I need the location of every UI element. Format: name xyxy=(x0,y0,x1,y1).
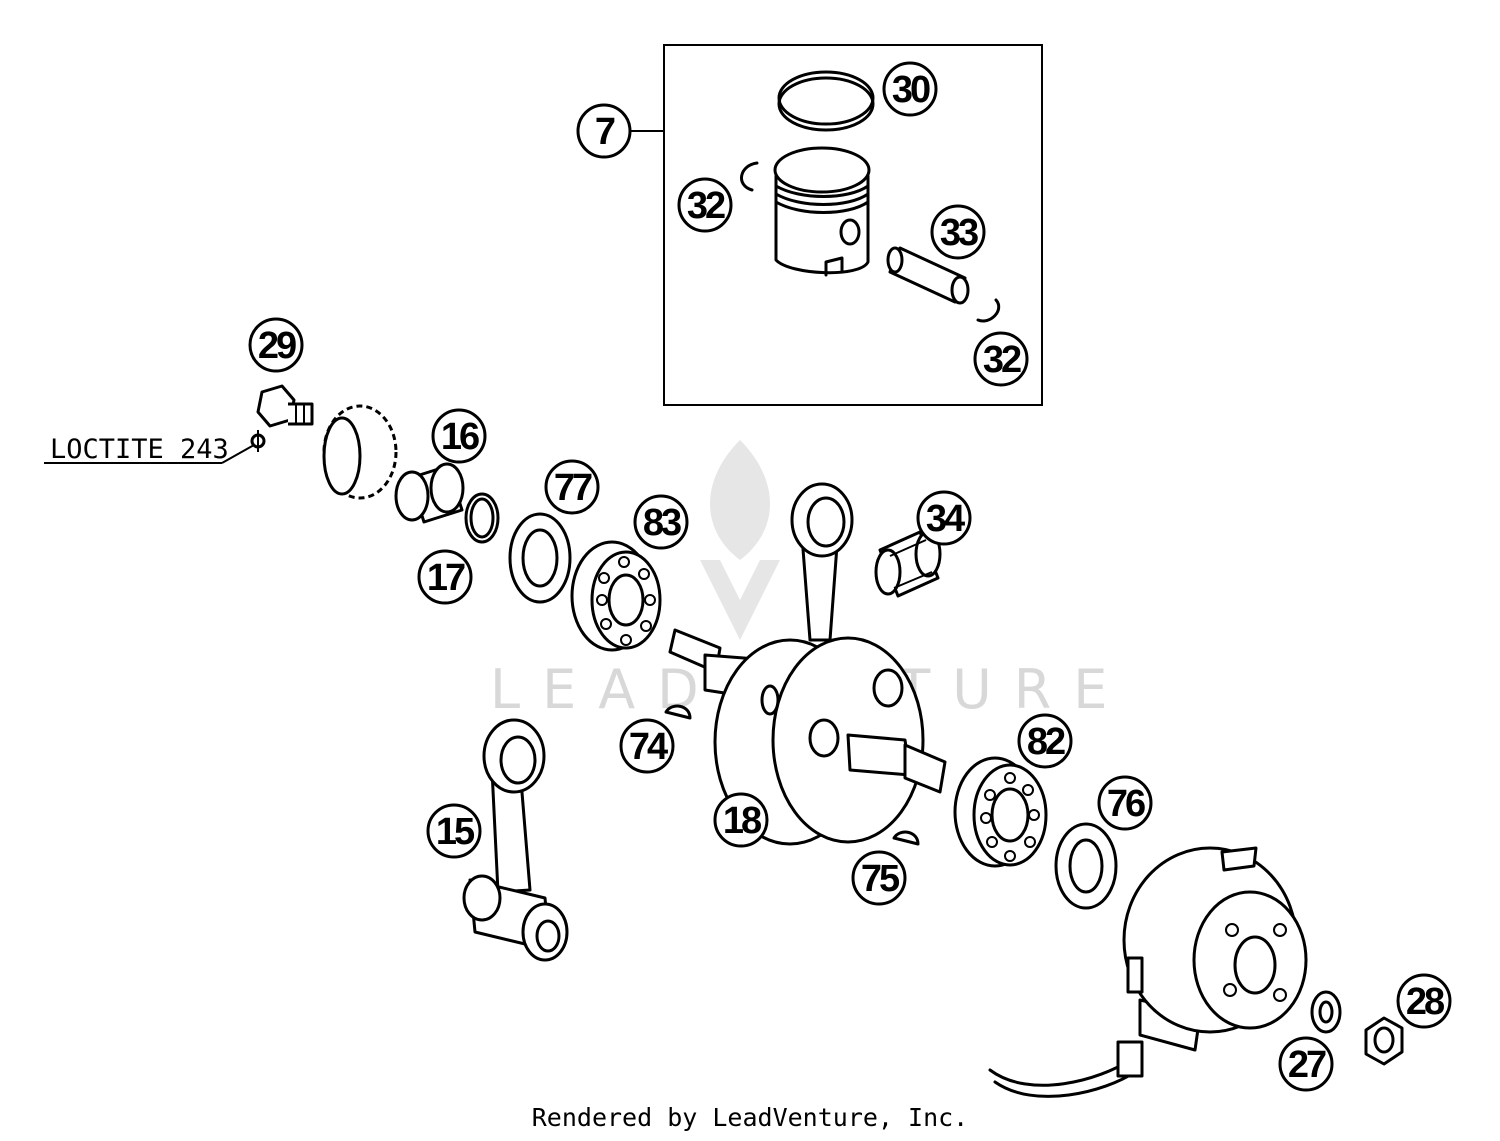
bearing-part-82 xyxy=(953,756,1048,868)
gear-part xyxy=(322,404,398,500)
seal-part-77 xyxy=(508,512,572,604)
nut-part-28 xyxy=(1364,1016,1404,1066)
circlip-part-upper xyxy=(740,161,759,192)
callout-label: 30 xyxy=(892,69,930,111)
callout-74[interactable]: 74 xyxy=(619,718,675,774)
callout-17[interactable]: 17 xyxy=(417,549,473,605)
callout-label: 32 xyxy=(687,185,725,227)
callout-label: 83 xyxy=(643,502,681,544)
piston-part xyxy=(773,146,871,277)
callout-label: 75 xyxy=(861,858,900,900)
callout-83[interactable]: 83 xyxy=(633,494,689,550)
callout-27[interactable]: 27 xyxy=(1278,1036,1334,1092)
callout-75[interactable]: 75 xyxy=(851,850,907,906)
callout-label: 17 xyxy=(427,557,465,599)
piston-ring-part xyxy=(777,70,875,132)
connecting-rod-part xyxy=(462,718,569,962)
seal-part-76 xyxy=(1054,822,1118,910)
callout-32-lower[interactable]: 32 xyxy=(973,331,1029,387)
callout-label: 16 xyxy=(441,416,479,458)
callout-label: 82 xyxy=(1027,721,1065,763)
callout-30[interactable]: 30 xyxy=(882,61,938,117)
woodruff-key-75 xyxy=(892,830,920,846)
callout-label: 27 xyxy=(1288,1044,1326,1086)
callout-16[interactable]: 16 xyxy=(431,408,487,464)
washer-part-17 xyxy=(464,492,500,544)
circlip-part-lower xyxy=(976,298,1001,323)
washer-part-27 xyxy=(1310,990,1342,1034)
callout-82[interactable]: 82 xyxy=(1017,713,1073,769)
callout-label: 33 xyxy=(940,212,978,254)
callout-32-upper[interactable]: 32 xyxy=(677,177,733,233)
callout-77[interactable]: 77 xyxy=(544,459,600,515)
callout-label: 28 xyxy=(1406,981,1444,1023)
wrist-pin-part xyxy=(886,246,970,305)
callout-18[interactable]: 18 xyxy=(713,792,769,848)
callout-label: 76 xyxy=(1107,783,1145,825)
callout-label: 34 xyxy=(926,498,965,540)
crankshaft-part xyxy=(668,482,947,846)
bearing-part-83 xyxy=(570,540,662,652)
bushing-part xyxy=(394,462,465,524)
callout-label: 77 xyxy=(554,467,592,509)
piston-kit-box xyxy=(630,44,1043,406)
callout-label: 18 xyxy=(723,800,761,842)
ignition-stator-part xyxy=(988,846,1308,1098)
callout-label: 15 xyxy=(436,811,475,853)
callout-label: 74 xyxy=(629,726,668,768)
woodruff-key-74 xyxy=(664,704,692,720)
footer-credit: Rendered by LeadVenture, Inc. xyxy=(531,1103,969,1132)
callout-33[interactable]: 33 xyxy=(930,204,986,260)
callout-76[interactable]: 76 xyxy=(1097,775,1153,831)
bolt-part xyxy=(250,384,314,452)
callout-29[interactable]: 29 xyxy=(248,317,304,373)
callout-15[interactable]: 15 xyxy=(426,803,482,859)
needle-bearing-part xyxy=(874,530,942,598)
callout-label: 7 xyxy=(595,111,615,153)
callout-28[interactable]: 28 xyxy=(1396,973,1452,1029)
callout-label: 29 xyxy=(258,325,296,367)
callout-7[interactable]: 7 xyxy=(576,103,632,159)
loctite-note-text: LOCTITE 243 xyxy=(50,434,229,465)
loctite-note: LOCTITE 243 xyxy=(44,434,255,465)
callout-34[interactable]: 34 xyxy=(916,490,972,546)
callout-label: 32 xyxy=(983,339,1021,381)
